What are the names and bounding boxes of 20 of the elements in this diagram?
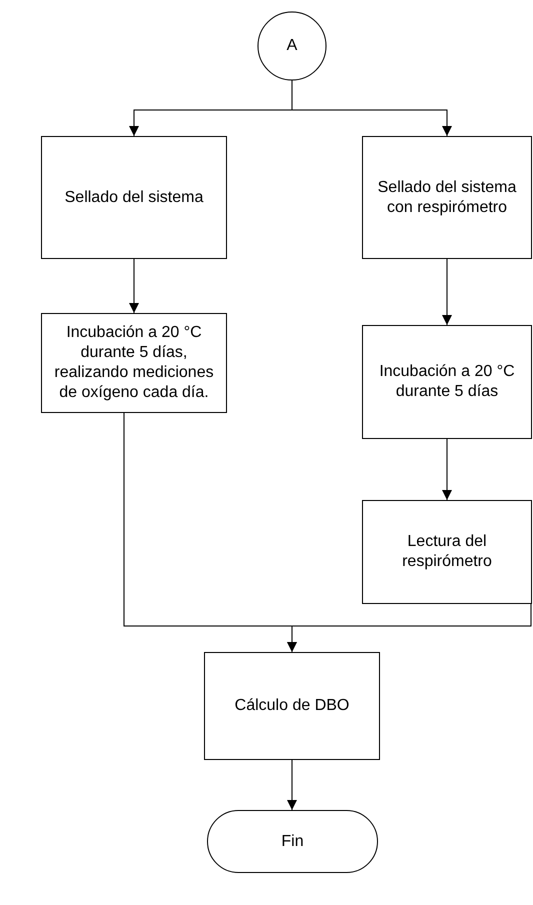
process-box	[41, 136, 227, 259]
process-box	[41, 313, 227, 413]
node-label: A	[286, 36, 298, 56]
process-box	[362, 500, 532, 604]
process-box	[204, 652, 380, 760]
arrow	[442, 438, 452, 500]
node-label: Lectura del respirómetro	[401, 532, 493, 572]
process-box	[362, 136, 532, 259]
node-label: Cálculo de DBO	[234, 696, 350, 716]
arrow	[292, 80, 452, 136]
node-label: Incubación a 20 °C durante 5 días, realizando mediciones de oxígeno cada día.	[53, 323, 215, 403]
arrow	[287, 760, 297, 810]
arrow	[287, 604, 532, 652]
process-box	[362, 325, 532, 439]
arrow	[129, 258, 139, 314]
node-label: Fin	[281, 832, 304, 852]
node-label: Incubación a 20 °C durante 5 días	[378, 362, 516, 402]
arrow	[442, 258, 452, 326]
node-label: Sellado del sistema con respirómetro	[376, 178, 518, 218]
node-label: Sellado del sistema	[64, 188, 204, 208]
